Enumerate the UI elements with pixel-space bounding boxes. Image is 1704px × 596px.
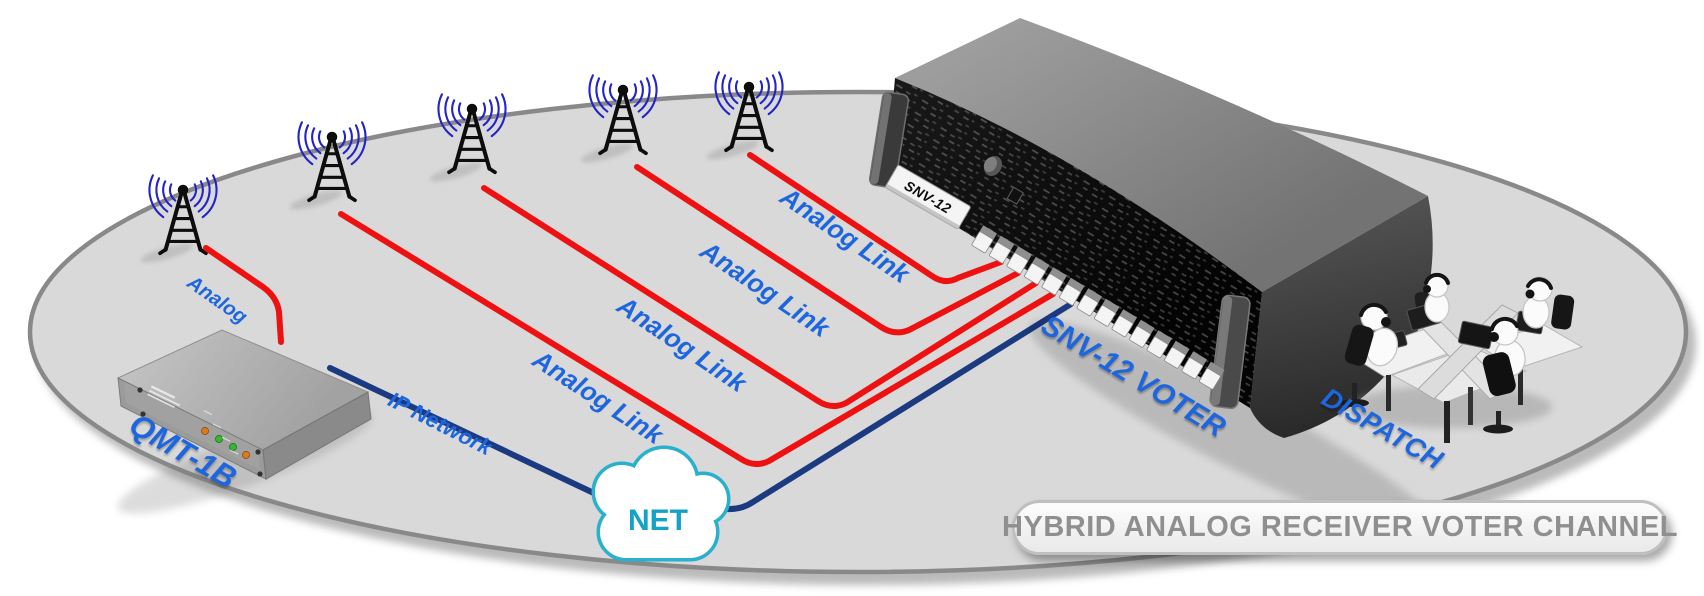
net-cloud-icon (591, 445, 731, 562)
rack-display-port (1006, 186, 1024, 205)
title-banner: HYBRID ANALOG RECEIVER VOTER CHANNEL (1002, 500, 1677, 555)
analog-link-line-tower2 (338, 211, 1056, 467)
analog-link-line-tower4 (634, 164, 1021, 336)
rack-ear-left (868, 91, 910, 189)
analog-link-line-tower3 (481, 185, 1039, 409)
net-cloud-label: NET (628, 504, 688, 537)
rack-knob (983, 155, 1003, 177)
analog-line-tower1-to-qmt (203, 245, 284, 345)
analog-link-lines (338, 152, 1056, 467)
dispatch-workstation-illustration (1341, 272, 1584, 443)
snv12-rack (868, 18, 1441, 540)
title-banner-text: HYBRID ANALOG RECEIVER VOTER CHANNEL (1002, 511, 1678, 543)
analog-link-line-tower5 (747, 152, 1004, 284)
ip-line-qmt-to-net (327, 365, 603, 499)
rack-model-tag (885, 164, 971, 230)
qmt-leds (201, 410, 250, 459)
qmt-device (116, 329, 373, 514)
tower-shadows (140, 140, 760, 263)
